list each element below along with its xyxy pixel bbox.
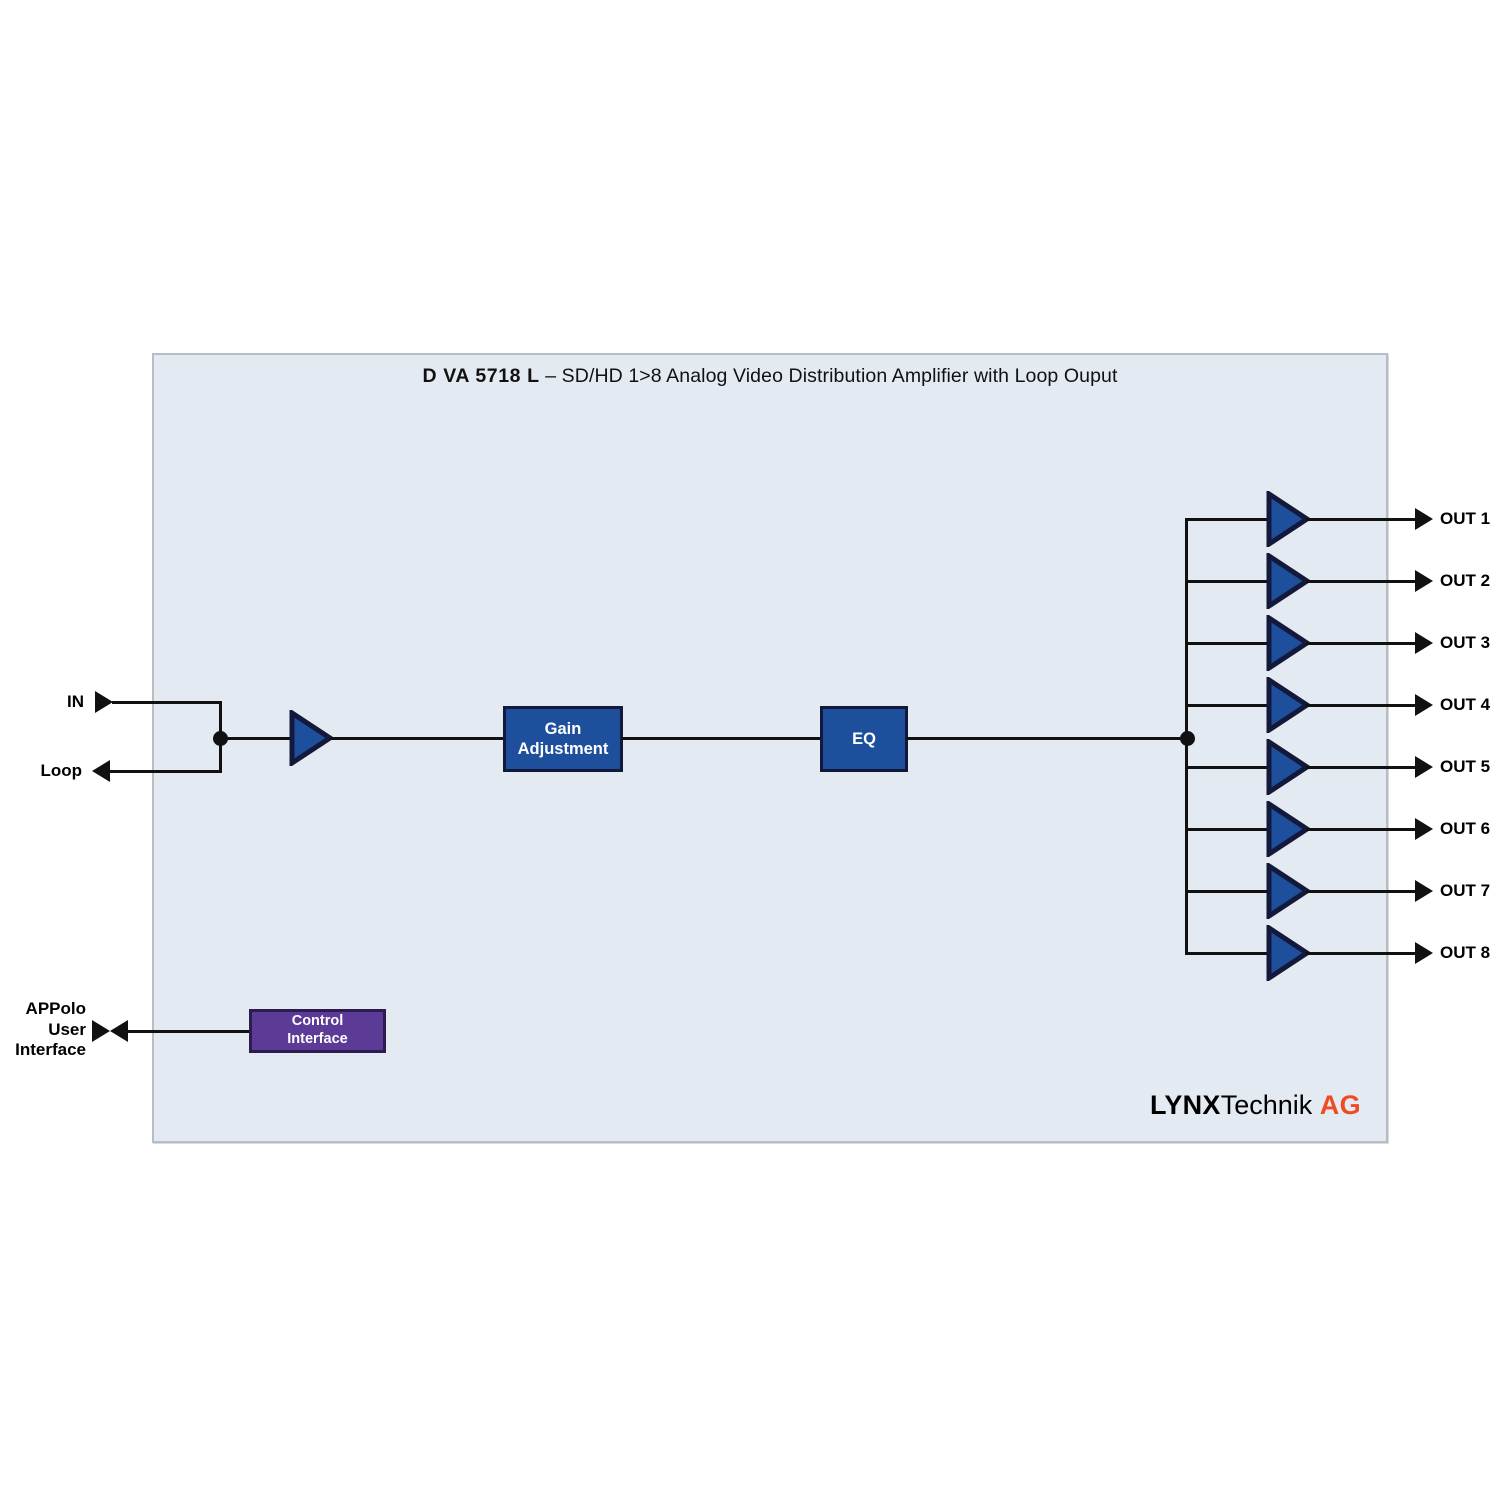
output-amplifier-1 <box>1266 491 1310 547</box>
out1-bus-stub <box>1185 518 1269 521</box>
port-label-out4: OUT 4 <box>1440 695 1491 714</box>
brand-logo: LYNXTechnik AG <box>1150 1090 1361 1121</box>
port-label-loop: Loop <box>40 761 82 780</box>
model-description: – SD/HD 1>8 Analog Video Distribution Am… <box>545 365 1118 387</box>
loop-arrowhead <box>92 760 110 782</box>
out4-arrowhead <box>1415 694 1433 716</box>
port-label-out7: OUT 7 <box>1440 881 1491 900</box>
out5-line <box>1306 766 1418 769</box>
block-control-interface[interactable]: Control Interface <box>249 1009 386 1053</box>
in-arrowhead <box>95 691 113 713</box>
out6-bus-stub <box>1185 828 1269 831</box>
out3-arrowhead <box>1415 632 1433 654</box>
logo-technik: Technik <box>1220 1090 1313 1120</box>
control-arrowhead-right <box>92 1020 110 1042</box>
block-gain-adjustment-label: Gain Adjustment <box>517 719 609 758</box>
in-signal-line <box>112 701 222 704</box>
input-amp-feed-line <box>222 737 290 740</box>
input-amplifier <box>289 710 333 766</box>
out4-bus-stub <box>1185 704 1269 707</box>
input-junction-dot <box>213 731 228 746</box>
control-interface-line <box>127 1030 251 1033</box>
output-amplifier-8 <box>1266 925 1310 981</box>
eq-to-bus-line <box>906 737 1189 740</box>
out7-arrowhead <box>1415 880 1433 902</box>
out7-line <box>1306 890 1418 893</box>
output-bus-vertical <box>1185 520 1188 954</box>
out7-bus-stub <box>1185 890 1269 893</box>
out5-bus-stub <box>1185 766 1269 769</box>
port-label-in: IN <box>67 692 84 711</box>
port-label-out2: OUT 2 <box>1440 571 1491 590</box>
out8-line <box>1306 952 1418 955</box>
out8-bus-stub <box>1185 952 1269 955</box>
block-eq[interactable]: EQ <box>820 706 908 772</box>
out6-line <box>1306 828 1418 831</box>
port-label-appolo-user-interface: APPolo User Interface <box>15 999 86 1060</box>
amp-to-gain-line <box>330 737 505 740</box>
loop-signal-line <box>110 770 222 773</box>
block-gain-adjustment[interactable]: Gain Adjustment <box>503 706 623 772</box>
out5-arrowhead <box>1415 756 1433 778</box>
out2-arrowhead <box>1415 570 1433 592</box>
out3-bus-stub <box>1185 642 1269 645</box>
out6-arrowhead <box>1415 818 1433 840</box>
output-amplifier-6 <box>1266 801 1310 857</box>
out4-line <box>1306 704 1418 707</box>
out3-line <box>1306 642 1418 645</box>
out1-arrowhead <box>1415 508 1433 530</box>
output-amplifier-7 <box>1266 863 1310 919</box>
page-title: D VA 5718 L – SD/HD 1>8 Analog Video Dis… <box>152 365 1388 388</box>
model-number: D VA 5718 L <box>422 365 540 387</box>
port-label-out3: OUT 3 <box>1440 633 1491 652</box>
port-label-out6: OUT 6 <box>1440 819 1491 838</box>
port-label-out5: OUT 5 <box>1440 757 1491 776</box>
logo-lynx: LYNX <box>1150 1090 1221 1120</box>
block-eq-label: EQ <box>852 729 876 748</box>
output-amplifier-5 <box>1266 739 1310 795</box>
port-label-out8: OUT 8 <box>1440 943 1491 962</box>
output-amplifier-2 <box>1266 553 1310 609</box>
logo-ag: AG <box>1319 1090 1361 1120</box>
out2-line <box>1306 580 1418 583</box>
out1-line <box>1306 518 1418 521</box>
gain-to-eq-line <box>621 737 822 740</box>
block-control-interface-label: Control Interface <box>287 1013 348 1047</box>
out2-bus-stub <box>1185 580 1269 583</box>
out8-arrowhead <box>1415 942 1433 964</box>
output-amplifier-3 <box>1266 615 1310 671</box>
control-arrowhead-left <box>110 1020 128 1042</box>
output-amplifier-4 <box>1266 677 1310 733</box>
port-label-out1: OUT 1 <box>1440 509 1491 528</box>
